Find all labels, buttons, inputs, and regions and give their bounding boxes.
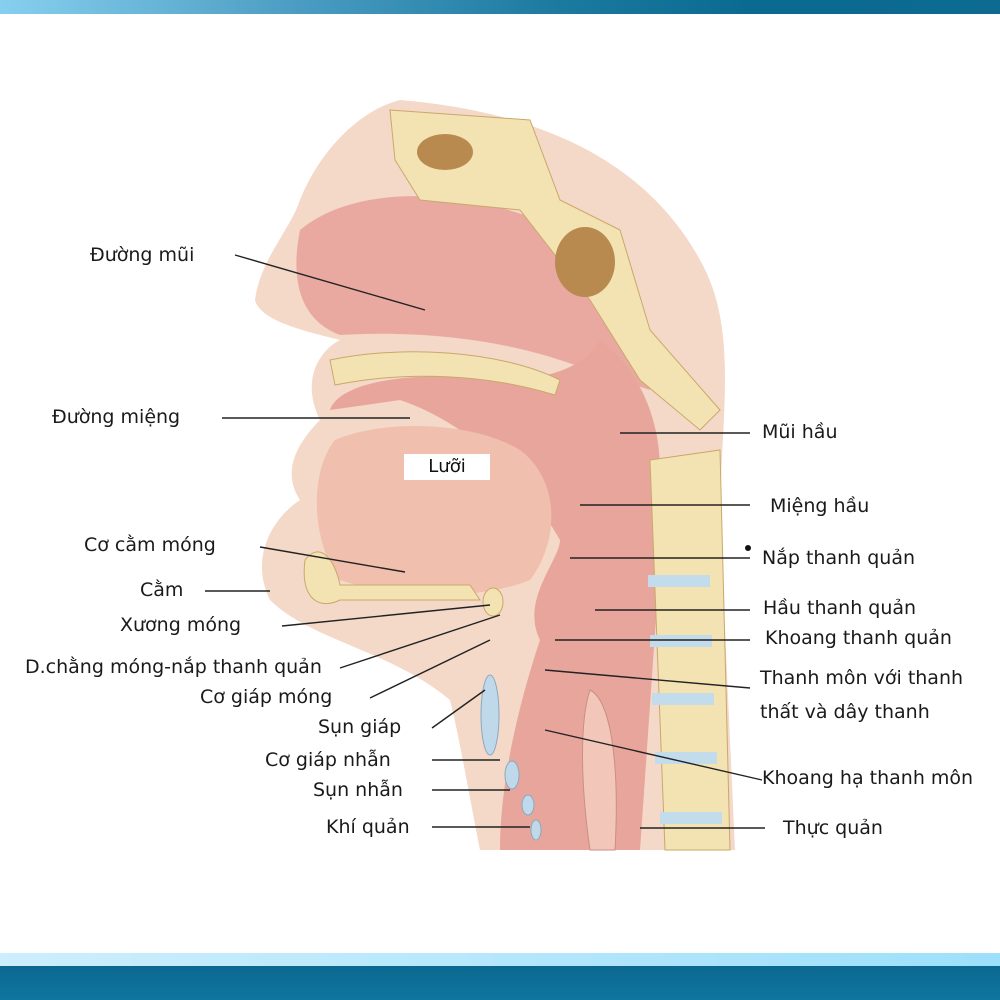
label-hyoepiglottic-ligament: D.chằng móng-nắp thanh quản bbox=[25, 656, 322, 678]
label-nasal-passage: Đường mũi bbox=[90, 244, 195, 266]
label-epiglottis: Nắp thanh quản bbox=[762, 547, 916, 569]
frontal-sinus bbox=[417, 134, 473, 170]
label-glottis-line1: Thanh môn với thanh bbox=[760, 667, 964, 689]
label-glottis-line2: thất và dây thanh bbox=[760, 701, 930, 723]
label-chin: Cằm bbox=[140, 579, 184, 601]
tongue bbox=[316, 426, 552, 595]
hyoid-bone bbox=[482, 587, 504, 617]
top-banner bbox=[0, 0, 1000, 14]
mandible bbox=[303, 551, 481, 605]
epiglottis-marker-dot bbox=[745, 545, 751, 551]
label-oropharynx: Miệng hầu bbox=[770, 495, 870, 517]
label-laryngeal-cavity: Khoang thanh quản bbox=[765, 627, 952, 649]
label-subglottic-cavity: Khoang hạ thanh môn bbox=[762, 767, 974, 789]
tongue-label: Lưỡi bbox=[404, 454, 490, 480]
hard-palate bbox=[329, 351, 561, 396]
leader-lines bbox=[205, 254, 765, 829]
label-thyrohyoid: Cơ giáp móng bbox=[200, 686, 333, 708]
label-geniohyoid: Cơ cằm móng bbox=[84, 534, 216, 556]
label-hyoid: Xương móng bbox=[120, 614, 242, 636]
footer-bar bbox=[0, 966, 1000, 1000]
label-esophagus: Thực quản bbox=[783, 817, 883, 839]
label-thyroid-cartilage: Sụn giáp bbox=[318, 716, 402, 738]
label-trachea: Khí quản bbox=[326, 816, 410, 838]
esophagus bbox=[582, 689, 617, 851]
label-cricoid-cartilage: Sụn nhẫn bbox=[313, 779, 403, 801]
label-cricothyroid: Cơ giáp nhẫn bbox=[265, 749, 391, 771]
label-nasopharynx: Mũi hầu bbox=[762, 421, 838, 443]
footer-light-band bbox=[0, 953, 1000, 966]
label-laryngopharynx: Hầu thanh quản bbox=[763, 597, 917, 619]
pharynx bbox=[330, 340, 660, 850]
thyroid-cricoid-cartilage bbox=[480, 674, 542, 841]
sphenoid-sinus bbox=[555, 227, 615, 297]
cervical-spine bbox=[648, 449, 731, 851]
skull-bone bbox=[389, 109, 721, 431]
label-oral-passage: Đường miệng bbox=[52, 406, 181, 428]
